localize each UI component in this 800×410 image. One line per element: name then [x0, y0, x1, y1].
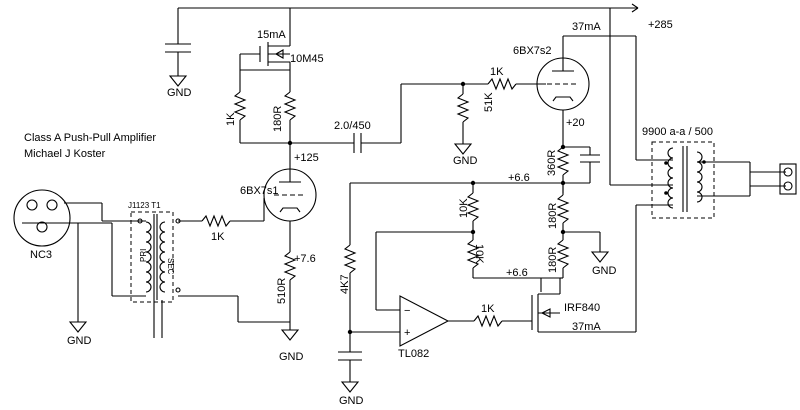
mosfet-10m45	[239, 32, 291, 71]
opamp-tl082-label: TL082	[398, 348, 429, 360]
label-180r-top: 180R	[272, 106, 284, 132]
voltage-7v6: +7.6	[294, 253, 316, 265]
voltage-20: +20	[566, 117, 585, 129]
tube-6bx7s2-label: 6BX7s2	[513, 45, 552, 57]
resistor-1k-gate	[448, 314, 532, 328]
tube-6bx7s1	[263, 143, 317, 252]
voltage-6v6-upper: +6.6	[508, 172, 530, 184]
opamp-tl082	[399, 295, 450, 347]
label-51k: 51K	[483, 92, 495, 112]
label-180r-upper: 180R	[547, 203, 559, 229]
label-10k-lower: 10K	[473, 244, 485, 264]
supply-rail	[177, 3, 639, 185]
output-xfmr-label: 9900 a-a / 500	[642, 126, 713, 138]
label-1k-grid-out: 1K	[490, 66, 504, 78]
current-37ma-top: 37mA	[572, 21, 601, 33]
gnd-label-input: GND	[67, 335, 92, 347]
input-transformer	[130, 211, 181, 338]
resistor-180r-top	[283, 70, 297, 143]
opamp-minus: −	[404, 305, 410, 317]
output-transformer	[651, 141, 715, 219]
label-1k-input: 1K	[211, 231, 225, 243]
supply-capacitor	[165, 43, 191, 87]
tube-6bx7s1-label: 6BX7s1	[240, 185, 279, 197]
resistor-10k-lower	[466, 232, 480, 278]
label-4k7: 4K7	[339, 274, 351, 294]
resistor-180r-lower	[556, 232, 570, 278]
connector-label: NC3	[30, 249, 52, 261]
mosfet-irf840-label: IRF840	[564, 302, 600, 314]
gnd-label-opamp: GND	[339, 395, 364, 407]
opamp-plus: +	[404, 327, 410, 339]
coupling-capacitor	[290, 83, 488, 153]
voltage-125: +125	[294, 152, 319, 164]
current-37ma-bottom: 37mA	[572, 321, 601, 333]
resistor-1k-input	[178, 198, 265, 228]
resistor-51k	[453, 84, 473, 155]
voltage-6v6-lower: +6.6	[506, 267, 528, 279]
gnd-label-driver: GND	[279, 351, 304, 363]
opamp-filter-cap	[338, 351, 362, 393]
label-10k-upper: 10K	[458, 198, 470, 218]
resistor-4k7	[343, 183, 357, 352]
transformer-in-label: J1123 T1	[128, 201, 161, 210]
gnd-label-supply: GND	[167, 87, 192, 99]
supply-voltage: +285	[648, 19, 673, 31]
resistor-1k-top	[233, 70, 247, 143]
schematic-title: Class A Push-Pull Amplifier	[24, 132, 156, 144]
resistor-180r-upper	[556, 183, 570, 232]
transformer-pri-label: PRI	[139, 249, 148, 262]
label-510r: 510R	[276, 278, 288, 304]
mosfet-10m45-label: 10M45	[290, 53, 324, 65]
label-coupling-cap: 2.0/450	[334, 120, 371, 132]
gnd-label-51k: GND	[453, 155, 478, 167]
gnd-label-mid: GND	[592, 265, 617, 277]
mosfet-irf840	[531, 277, 636, 333]
label-1k-gate: 1K	[481, 303, 495, 315]
tube-6bx7s2	[536, 36, 590, 147]
resistor-1k-grid-out	[487, 77, 546, 91]
label-360r: 360R	[546, 150, 558, 176]
current-15ma: 15mA	[257, 29, 286, 41]
schematic-author: Michael J Koster	[24, 148, 106, 160]
speaker-terminal[interactable]	[779, 163, 797, 195]
xlr-connector-nc3[interactable]	[13, 189, 71, 247]
label-180r-lower: 180R	[547, 247, 559, 273]
cathode-bypass-cap	[563, 146, 600, 184]
transformer-sec-label: SEC	[166, 258, 175, 275]
label-1k-top: 1K	[225, 112, 237, 126]
